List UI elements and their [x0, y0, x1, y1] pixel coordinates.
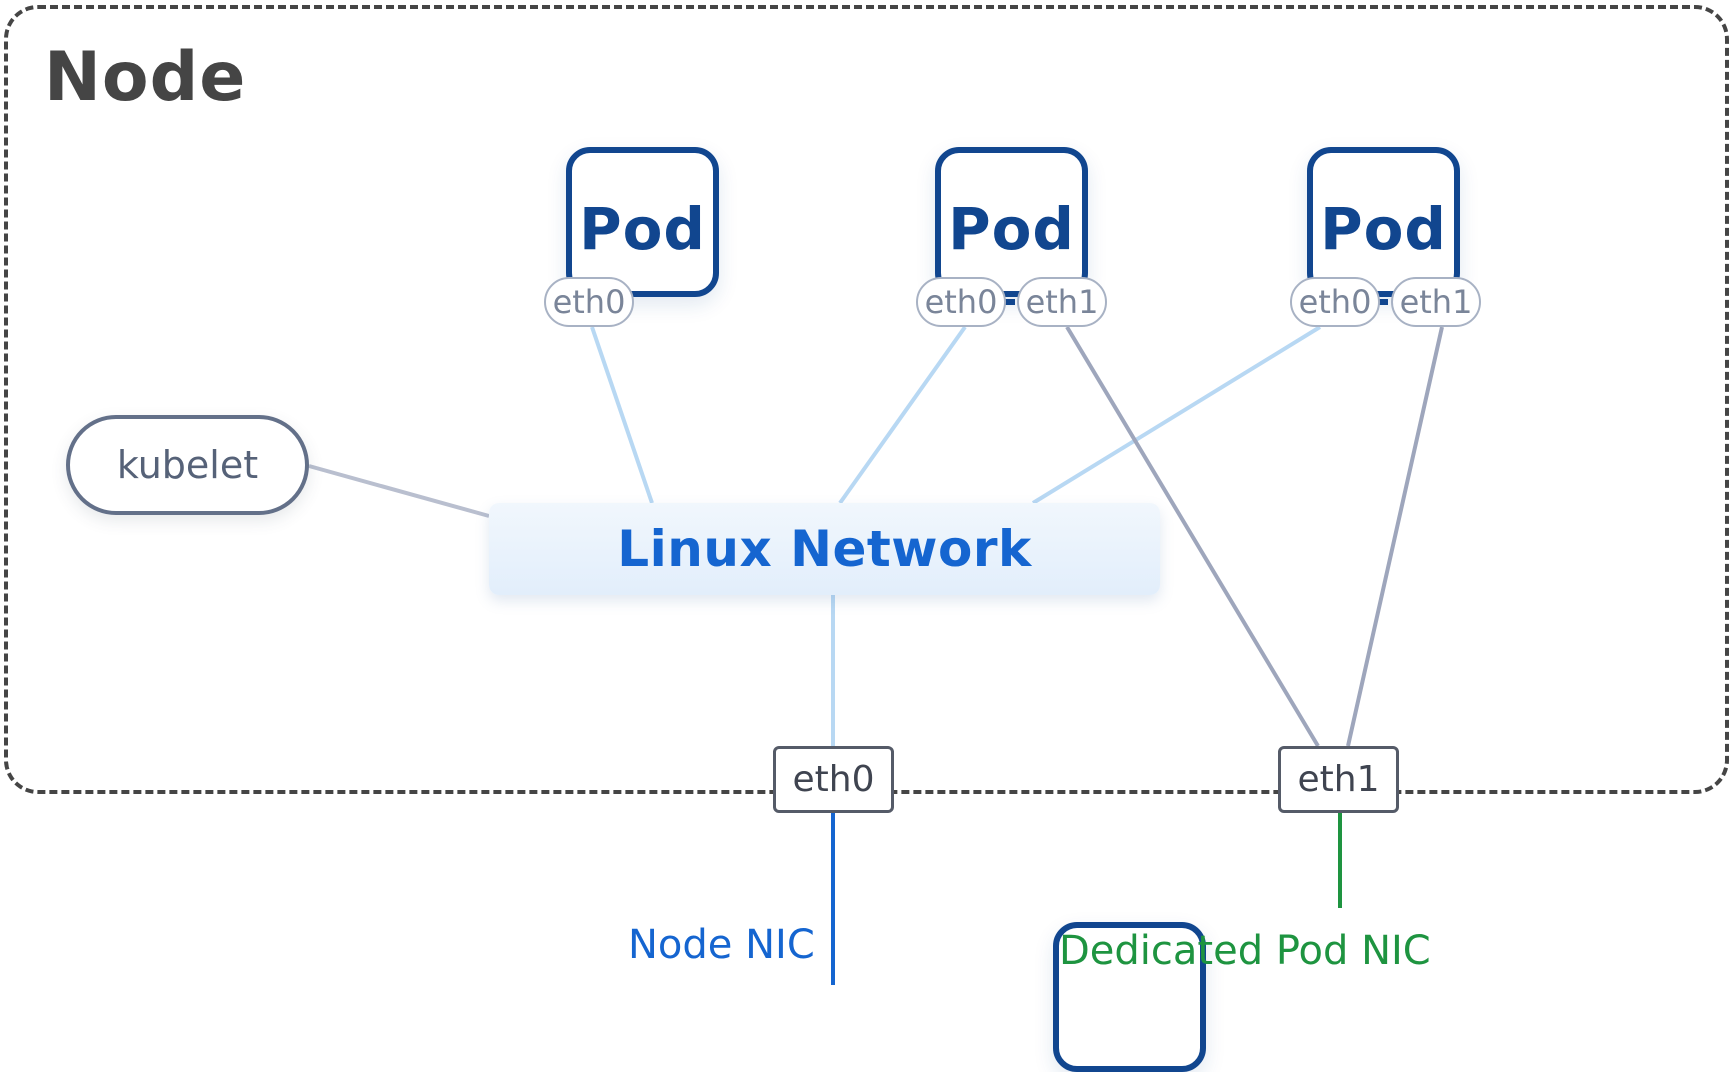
pod-2-port-link	[1005, 299, 1015, 305]
node-title: Node	[44, 38, 247, 117]
node-nic-label: Node NIC	[628, 922, 815, 968]
pod-3-port-link	[1378, 299, 1388, 305]
pod-2-eth0-port[interactable]: eth0	[916, 277, 1006, 327]
network-diagram: Node Pod eth0 Pod eth0 eth1 Pod eth0 eth…	[4, 5, 1729, 1072]
pod-2-eth1-port[interactable]: eth1	[1017, 277, 1107, 327]
node-eth1-port[interactable]: eth1	[1278, 746, 1399, 813]
pod-2-label: Pod	[948, 195, 1075, 263]
pod2-eth0-link	[838, 325, 967, 505]
linux-network-box[interactable]: Linux Network	[489, 503, 1160, 595]
pod-1-label: Pod	[579, 195, 706, 263]
pod-3[interactable]: Pod	[1307, 147, 1460, 297]
pod-3-eth1-port[interactable]: eth1	[1391, 277, 1481, 327]
node-eth0-port[interactable]: eth0	[773, 746, 894, 813]
dedicated-pod-nic-label: Dedicated Pod NIC	[1053, 922, 1431, 1072]
kubelet-node[interactable]: kubelet	[66, 415, 309, 515]
pod-1[interactable]: Pod	[566, 147, 719, 297]
pod1-eth0-link	[590, 326, 654, 504]
kubelet-link	[308, 464, 490, 518]
connection-lines	[308, 325, 1444, 985]
pod-3-label: Pod	[1320, 195, 1447, 263]
node-boundary	[4, 5, 1729, 794]
pod2-eth1-link	[1065, 325, 1320, 748]
pod-1-eth0-port[interactable]: eth0	[544, 277, 634, 327]
pod3-eth0-link	[1031, 325, 1322, 505]
pod3-eth1-link	[1346, 326, 1444, 747]
pod-3-eth0-port[interactable]: eth0	[1290, 277, 1380, 327]
pod-2[interactable]: Pod	[935, 147, 1088, 297]
